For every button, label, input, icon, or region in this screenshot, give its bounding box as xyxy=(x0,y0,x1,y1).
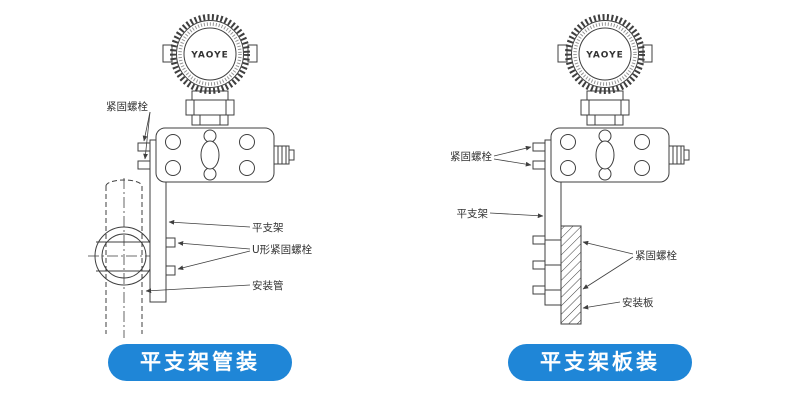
brand-text: YAOYE xyxy=(190,51,229,61)
mounting-plate-shape xyxy=(560,225,582,325)
callouts: 紧固螺栓 平支架 U形紧固螺栓 安装管 xyxy=(106,100,313,294)
label-fastening-bolt-lower: 紧固螺栓 xyxy=(635,249,677,262)
label-fastening-bolt-upper: 紧固螺栓 xyxy=(450,150,492,163)
panel-plate-mount: YAOYE 紧固螺栓 平支架 xyxy=(400,0,800,402)
pipe-mount-drawing: YAOYE 紧固螺栓 平支架 xyxy=(88,14,313,338)
label-fastening-bolt: 紧固螺栓 xyxy=(106,100,148,113)
plate-mount-drawing: YAOYE 紧固螺栓 平支架 xyxy=(450,14,690,325)
label-flat-bracket: 平支架 xyxy=(252,222,284,234)
panel-pipe-mount: YAOYE 紧固螺栓 平支架 xyxy=(88,14,313,382)
transmitter-drawing: YAOYE xyxy=(155,14,295,183)
label-mounting-pipe: 安装管 xyxy=(252,279,284,292)
callouts-right: 紧固螺栓 平支架 紧固螺栓 安装板 xyxy=(450,145,677,310)
caption-pipe-mount[interactable]: 平支架管装 xyxy=(108,344,292,382)
label-flat-bracket: 平支架 xyxy=(457,208,489,220)
transmitter-drawing-right: YAOYE xyxy=(550,14,690,183)
mounting-pipe-shape xyxy=(105,178,143,338)
label-mounting-plate: 安装板 xyxy=(622,296,654,309)
caption-plate-mount[interactable]: 平支架板装 xyxy=(508,344,692,382)
brand-text: YAOYE xyxy=(585,51,624,61)
label-u-bolt: U形紧固螺栓 xyxy=(252,243,313,256)
